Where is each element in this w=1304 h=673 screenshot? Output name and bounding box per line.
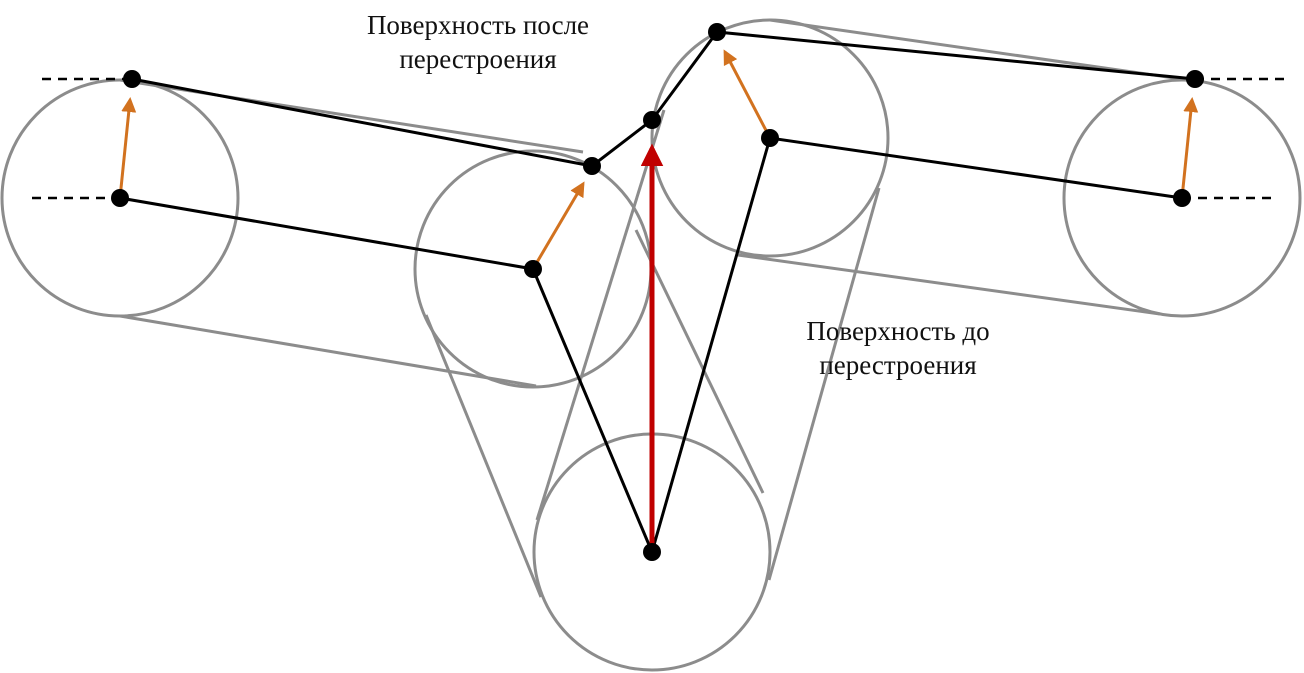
point-after bbox=[1186, 70, 1204, 88]
envelope-line bbox=[737, 253, 1161, 316]
envelope-line bbox=[535, 109, 666, 521]
envelope-lines bbox=[119, 18, 1189, 598]
displacement-arrow bbox=[1180, 97, 1199, 199]
label-surface-after-line1: Поверхность после bbox=[366, 10, 590, 40]
envelope-line bbox=[767, 187, 881, 581]
circle-left bbox=[0, 78, 240, 318]
point-after bbox=[643, 111, 661, 129]
label-surface-before-line1: Поверхность до bbox=[806, 316, 990, 346]
point-after bbox=[123, 70, 141, 88]
point-before bbox=[1173, 189, 1191, 207]
points bbox=[111, 23, 1204, 561]
point-before bbox=[643, 543, 661, 561]
point-before bbox=[111, 189, 129, 207]
point-after bbox=[708, 23, 726, 41]
displacement-arrow bbox=[531, 181, 585, 270]
label-surface-before-line2: перестроения bbox=[819, 350, 977, 380]
displacement-arrow bbox=[118, 97, 137, 199]
envelope-line bbox=[634, 229, 765, 494]
point-before bbox=[761, 129, 779, 147]
label-surface-before: Поверхность до перестроения bbox=[738, 314, 1058, 382]
label-surface-after-line2: перестроения bbox=[399, 44, 557, 74]
envelope-line bbox=[119, 314, 537, 388]
displacement-arrow bbox=[723, 49, 772, 139]
point-before bbox=[524, 260, 542, 278]
envelope-line bbox=[424, 314, 543, 598]
circle-mid-right bbox=[650, 18, 890, 258]
point-after bbox=[583, 157, 601, 175]
displacement-arrows bbox=[118, 49, 1199, 270]
circle-right bbox=[1062, 78, 1302, 318]
surface-after-line bbox=[131, 30, 1196, 168]
label-surface-after: Поверхность после перестроения bbox=[318, 8, 638, 76]
